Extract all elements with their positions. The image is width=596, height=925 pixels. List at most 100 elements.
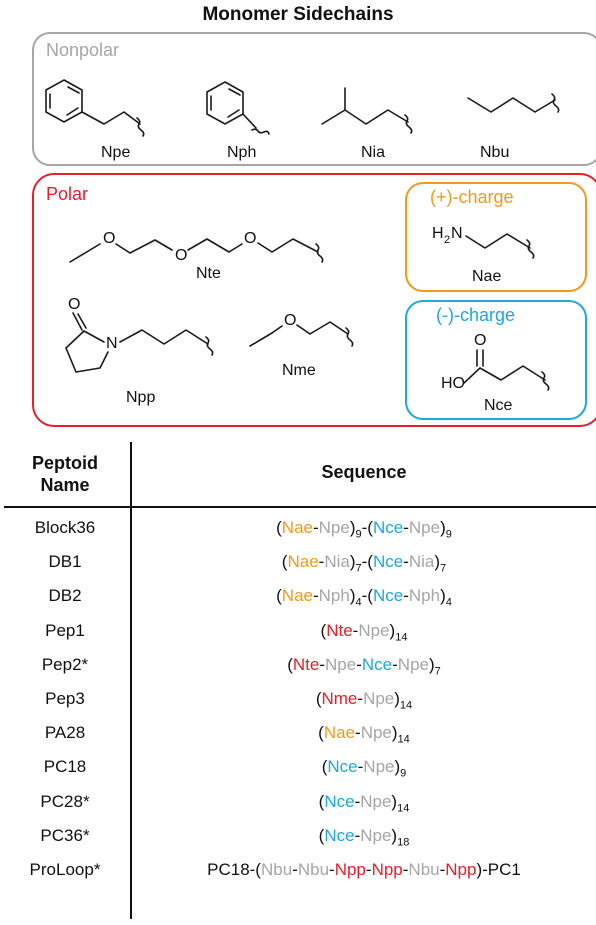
sequence-token: Npe: [358, 620, 390, 640]
polar-group-box: [32, 173, 596, 427]
peptoid-name: Block36: [34, 518, 96, 537]
negative-charge-label: (-)-charge: [436, 305, 516, 325]
nae-label: Nae: [472, 268, 501, 285]
table-row: PC36*(Nce-Npe)18: [0, 820, 596, 854]
monomer-structures: Npe Nph Nia Nbu O O O Nte O: [45, 79, 560, 414]
npe-label: Npe: [101, 144, 130, 161]
nph-structure: Nph: [206, 81, 270, 161]
peptoid-sequence: (Nae-Nph)4-(Nce-Nph)4: [132, 586, 596, 608]
nce-structure: O HO Nce: [441, 332, 550, 414]
sequence-token: )-PC1: [476, 860, 521, 879]
figure-title: Monomer Sidechains: [202, 4, 394, 25]
sequence-token: Npp: [334, 860, 366, 879]
sequence-token: Nce: [372, 552, 404, 572]
sequence-token: (: [318, 791, 325, 811]
sequence-token: Npe: [408, 518, 441, 537]
sequence-token: Nbu: [260, 860, 293, 879]
peptoid-name: PC28*: [40, 791, 90, 811]
sequence-token: -: [319, 654, 326, 674]
nae-structure: H 2 N Nae: [432, 225, 535, 285]
sequence-token: (: [281, 552, 288, 572]
sequence-token: Npp: [445, 860, 477, 879]
sequence-token: Npe: [363, 757, 395, 777]
sequence-token: Npe: [360, 723, 392, 743]
peptoid-sequence: (Nte-Npe-Nce-Npe)7: [132, 655, 596, 677]
svg-text:HO: HO: [441, 375, 465, 392]
sequence-token: Npe: [397, 654, 429, 674]
sequence-token: (: [276, 586, 282, 606]
sequence-token: (: [321, 757, 328, 777]
sequence-token: (: [318, 825, 325, 845]
sequence-token: ): [434, 552, 441, 572]
sequence-token: Nce: [324, 791, 355, 811]
nbu-label: Nbu: [480, 144, 509, 161]
table-row: DB2(Nae-Nph)4-(Nce-Nph)4: [0, 580, 596, 614]
sequence-token: -: [352, 620, 359, 640]
table-row: PC18(Nce-Npe)9: [0, 751, 596, 785]
table-row: PA28(Nae-Npe)14: [0, 717, 596, 751]
sequence-token: ): [389, 620, 396, 640]
sequence-token: Nia: [408, 552, 435, 572]
sequence-token: -: [403, 552, 409, 572]
sequence-token: -: [357, 689, 364, 708]
table-row: Pep3(Nme-Npe)14: [0, 683, 596, 717]
peptoid-sequence: (Nte-Npe)14: [132, 621, 596, 643]
sequence-token: -: [312, 586, 319, 606]
table-row: Pep1(Nte-Npe)14: [0, 615, 596, 649]
sequence-token: Npe: [360, 791, 392, 811]
sequence-token: Npe: [318, 518, 350, 537]
sequence-token: Nae: [281, 518, 313, 537]
sequence-token: ): [440, 586, 446, 606]
sequence-token: ): [391, 825, 398, 845]
nonpolar-label: Nonpolar: [46, 40, 120, 60]
peptoid-name: DB2: [48, 586, 82, 606]
repeat-count: 4: [355, 596, 362, 609]
sequence-token: ): [394, 689, 400, 708]
sequence-token: Nbu: [408, 860, 440, 879]
negative-charge-box: [405, 300, 587, 420]
sequence-token: Npe: [360, 825, 392, 845]
table-column-divider: [130, 442, 132, 919]
nme-structure: O Nme: [249, 312, 354, 379]
sequence-token: -: [356, 654, 362, 674]
svg-text:O: O: [175, 247, 187, 264]
peptoid-sequence: (Nme-Npe)14: [132, 689, 596, 711]
nph-label: Nph: [227, 144, 256, 161]
table-header-divider: [4, 506, 596, 508]
sequence-token: -: [439, 860, 446, 879]
sequence-token: ): [349, 518, 356, 537]
sequence-token: Nph: [318, 586, 350, 606]
sequence-token: ): [428, 654, 435, 674]
npp-structure: O N Npp: [65, 296, 214, 406]
nte-structure: O O O Nte: [69, 230, 324, 282]
nonpolar-group-box: [32, 32, 596, 166]
sequence-token: ): [391, 791, 398, 811]
sequence-token: -: [354, 825, 361, 845]
repeat-count: 7: [440, 562, 447, 575]
sequence-token: -: [312, 518, 319, 537]
peptoid-name: Pep2*: [41, 654, 89, 674]
repeat-count: 18: [397, 836, 410, 849]
sequence-token: -: [354, 791, 361, 811]
table-row: Pep2*(Nte-Npe-Nce-Npe)7: [0, 649, 596, 683]
sequence-token: Nce: [327, 757, 358, 777]
peptoid-name: DB1: [48, 552, 82, 572]
sequence-token: Nte: [292, 654, 320, 674]
sequence-token: (: [320, 620, 327, 640]
repeat-count: 7: [355, 562, 362, 575]
table-row: PC28* (Nce-Npe)14: [0, 786, 596, 820]
sequence-token: ): [349, 586, 356, 606]
nte-label: Nte: [196, 265, 221, 282]
sequence-token: Nae: [323, 723, 356, 743]
peptoid-sequence: (Nce-Npe)14: [132, 792, 596, 814]
svg-text:O: O: [474, 332, 486, 349]
repeat-count: 7: [434, 665, 441, 678]
table-row: DB1(Nae-Nia)7-(Nce-Nia)7: [0, 546, 596, 580]
repeat-count: 9: [400, 767, 407, 780]
peptoid-name: PA28: [44, 723, 86, 743]
sequence-token: ): [349, 552, 356, 572]
sequence-token: -: [329, 860, 335, 879]
positive-charge-box: [405, 182, 587, 292]
sequence-token: -: [292, 860, 298, 879]
sequence-token: Nce: [361, 654, 393, 674]
